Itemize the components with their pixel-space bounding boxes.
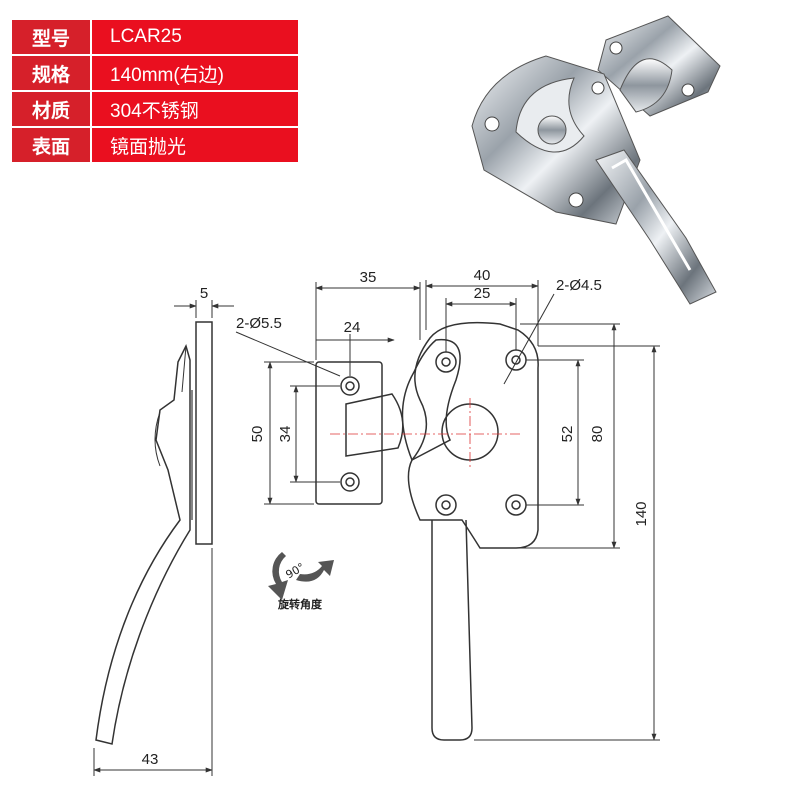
dim-plate-height: 80 [589,426,606,443]
spec-key: 材质 [10,90,92,128]
latch-cam [401,338,461,462]
latch-handle [431,519,473,741]
dim-side-thickness: 5 [200,285,208,302]
spec-value: 140mm(右边) [90,54,300,92]
spec-key: 规格 [10,54,92,92]
latch-base-plate [407,321,539,549]
side-dimensions [93,300,234,776]
dim-keeper-height: 50 [249,426,266,443]
spec-key: 表面 [10,126,92,164]
spec-value: LCAR25 [90,18,300,56]
keeper-hook [345,393,404,457]
dim-side-depth: 43 [142,751,159,768]
dim-keeper-hole-spec: 2-Ø5.5 [236,315,282,332]
latch-hole-top-right [505,349,527,371]
rotation-icon [268,552,334,600]
side-view [95,321,213,745]
dim-plate-width: 40 [474,267,491,284]
spec-table: 型号 LCAR25 规格 140mm(右边) 材质 304不锈钢 表面 镜面抛光 [10,18,300,164]
keeper-hole-top [340,376,360,396]
rotation-caption: 旋转角度 [277,597,323,611]
spec-value: 镜面抛光 [90,126,300,164]
spec-key: 型号 [10,18,92,56]
dim-keeper-hole-vertical: 34 [277,426,294,443]
side-handle [95,343,191,745]
dim-keeper-hole-spacing: 24 [344,319,361,336]
spec-row-material: 材质 304不锈钢 [10,90,300,128]
spec-value: 304不锈钢 [90,90,300,128]
front-latch [401,321,539,741]
latch-body-photo [471,55,717,305]
dim-keeper-width: 35 [360,269,377,286]
dim-plate-hole-vertical: 52 [559,426,576,443]
dim-total-length: 140 [633,501,650,526]
product-photo [471,15,721,305]
side-mount-plate [195,321,213,545]
keeper-plate [315,361,383,505]
keeper-hole-bottom [340,472,360,492]
spec-row-surface: 表面 镜面抛光 [10,126,300,164]
front-dimensions [235,280,660,741]
dim-plate-hole-spec: 2-Ø4.5 [556,277,602,294]
latch-hole-top-left [435,351,457,373]
spec-row-model: 型号 LCAR25 [10,18,300,56]
keeper-photo [597,15,721,117]
center-lines [330,398,520,470]
latch-hole-bottom-right [505,494,527,516]
latch-hole-bottom-left [435,494,457,516]
dim-plate-hole-spacing: 25 [474,285,491,302]
front-keeper [315,361,404,505]
spec-row-size: 规格 140mm(右边) [10,54,300,92]
